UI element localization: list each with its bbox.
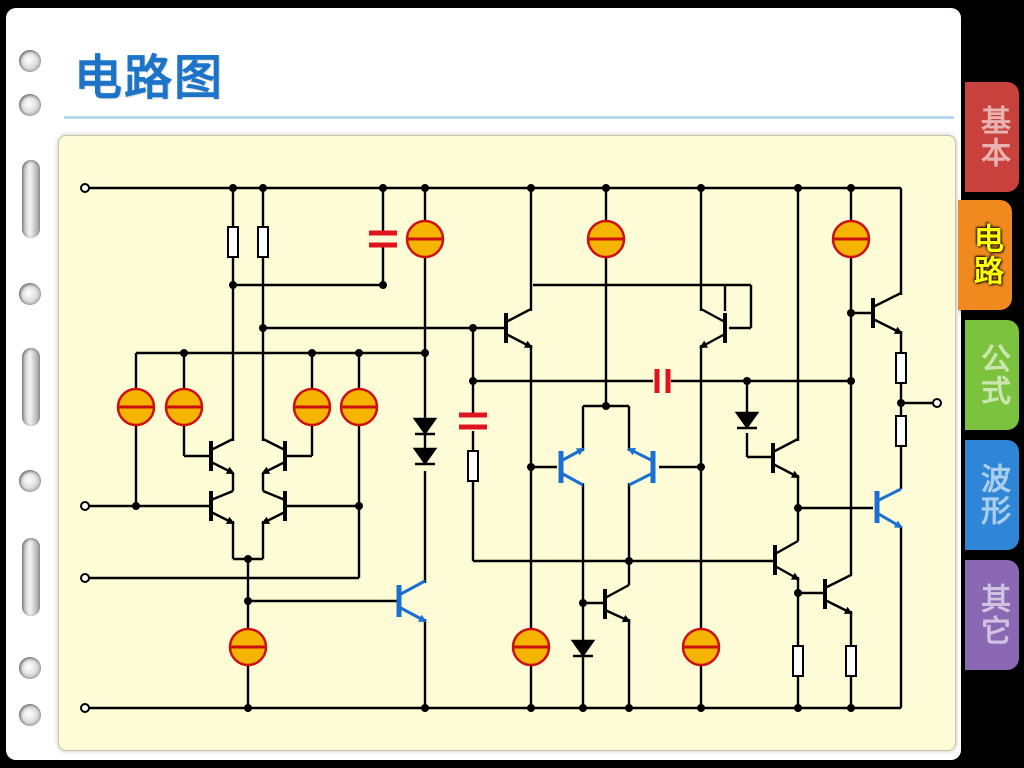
transistors bbox=[209, 291, 903, 623]
binder-ring bbox=[19, 94, 41, 116]
circuit-diagram-panel bbox=[58, 135, 956, 751]
tab-formula[interactable]: 公式 bbox=[965, 320, 1019, 430]
diodes bbox=[412, 411, 760, 658]
binder-ring bbox=[19, 470, 41, 492]
resistors bbox=[227, 226, 907, 677]
binder-ring bbox=[19, 50, 41, 72]
binder-slot bbox=[22, 160, 40, 238]
binder-slot bbox=[22, 348, 40, 426]
terminals bbox=[80, 183, 942, 713]
title-divider bbox=[64, 116, 954, 119]
binder-slot bbox=[22, 538, 40, 616]
wires bbox=[85, 186, 933, 710]
junction-dots bbox=[132, 184, 905, 712]
capacitors bbox=[369, 230, 671, 430]
highlighted-transistors bbox=[396, 447, 903, 623]
tab-waveform[interactable]: 波形 bbox=[965, 440, 1019, 550]
binder-ring bbox=[19, 704, 41, 726]
circuit-diagram bbox=[80, 183, 942, 713]
tab-basic[interactable]: 基本 bbox=[965, 82, 1019, 192]
binder-ring bbox=[19, 283, 41, 305]
tab-other[interactable]: 其它 bbox=[965, 560, 1019, 670]
page-title: 电路图 bbox=[74, 50, 225, 106]
tab-circuit[interactable]: 电路 bbox=[958, 200, 1012, 310]
binder-ring bbox=[19, 657, 41, 679]
